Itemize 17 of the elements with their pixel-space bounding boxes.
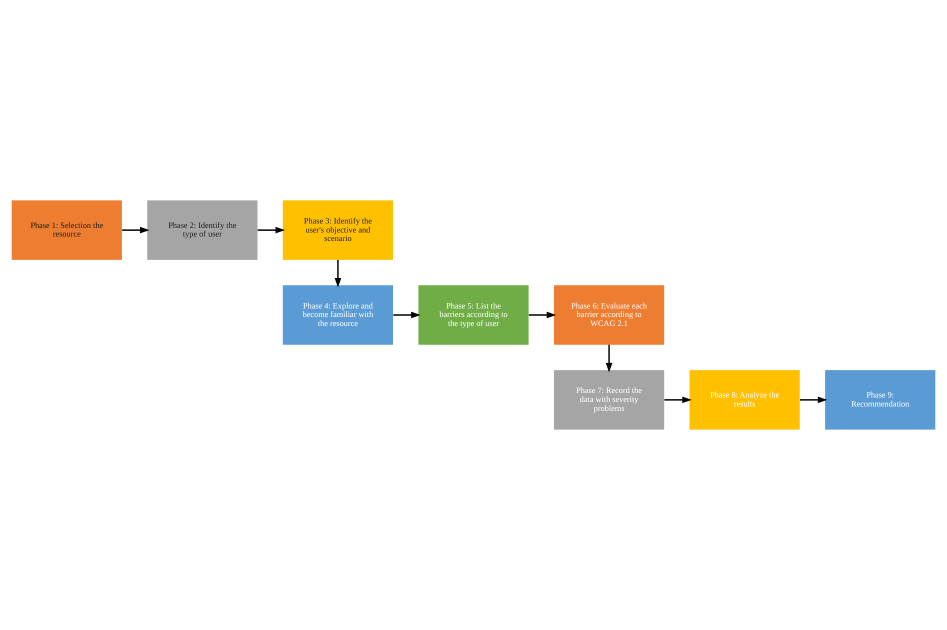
arrow — [606, 344, 612, 372]
node-box: Phase 4: Explore and become familiar with the resource — [282, 285, 394, 345]
node-box: Phase 5: List the barriers according to the type of user — [418, 285, 529, 345]
node-box: Phase 3: Identify the user's objective and scenario — [282, 200, 394, 260]
node-box: Phase 9: Recommendation — [825, 370, 936, 430]
node-box: Phase 7: Record the data with severity problems — [554, 370, 664, 430]
arrow — [334, 260, 342, 288]
node-box: Phase 8: Analyze the results — [690, 370, 800, 430]
arrow — [258, 226, 285, 234]
arrow — [800, 396, 828, 404]
arrow — [393, 312, 421, 318]
node-box: Phase 6: Evaluate each barrier according to WCAG 2.1 — [554, 285, 664, 345]
arrow — [664, 396, 692, 404]
arrow — [122, 226, 150, 234]
node-box: Phase 2: Identify the type of user — [147, 200, 258, 260]
arrow — [528, 312, 556, 318]
node-box: Phase 1: Selection the resource — [12, 200, 122, 260]
